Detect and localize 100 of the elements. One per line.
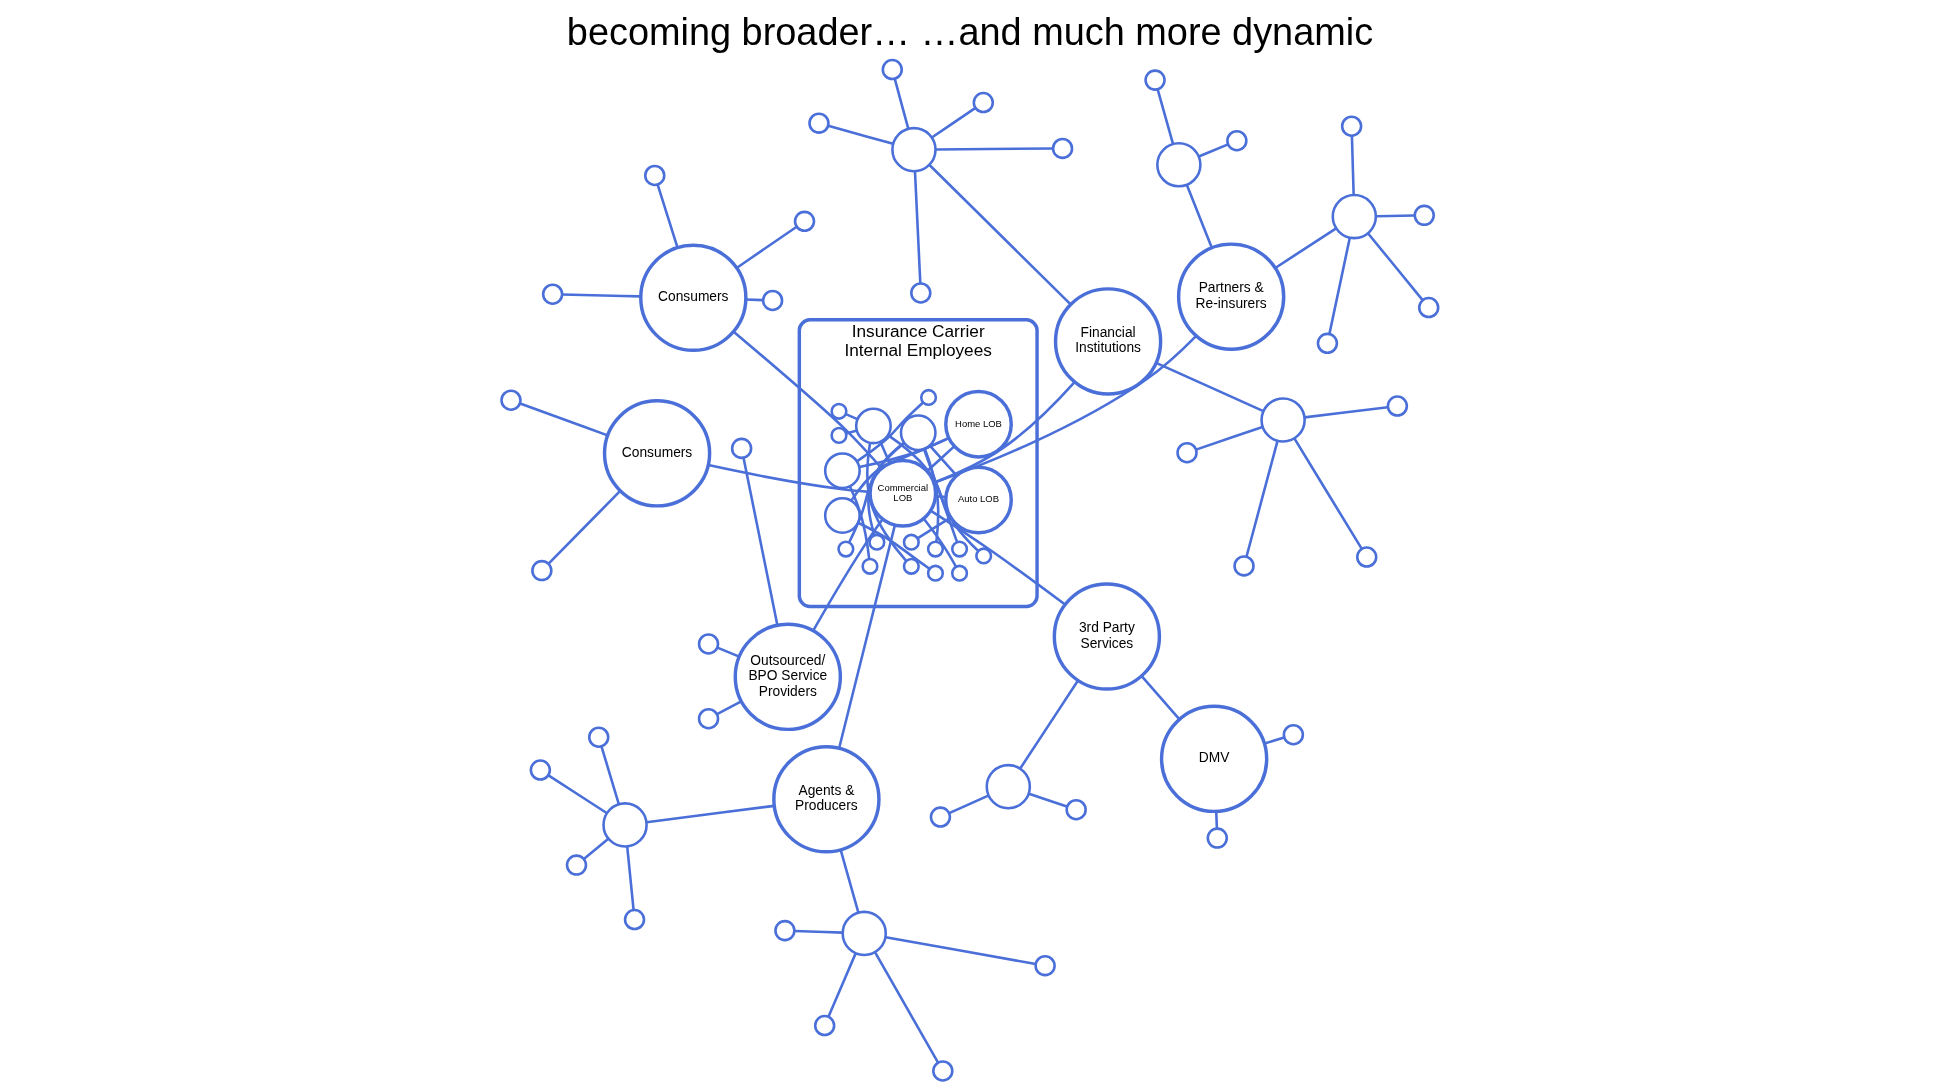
node-circle — [1316, 332, 1338, 355]
connector — [625, 846, 635, 911]
connector — [1244, 440, 1279, 557]
node-circle: Commercial LOB — [867, 458, 937, 528]
node-circle — [829, 426, 848, 444]
node-circle — [984, 763, 1031, 810]
connector — [561, 293, 641, 298]
node-circle — [1033, 954, 1056, 977]
node-circle — [881, 58, 903, 81]
connector — [794, 929, 843, 934]
node-circle: Consumers — [638, 243, 748, 352]
node-circle — [902, 557, 920, 575]
connector — [519, 402, 608, 437]
connector — [1366, 232, 1424, 301]
node-circle — [807, 112, 830, 134]
connector — [1274, 227, 1337, 270]
connector — [1018, 680, 1079, 770]
node-circle — [860, 557, 879, 575]
node-circle — [587, 726, 609, 748]
connector — [844, 413, 858, 421]
connector — [873, 951, 939, 1064]
connector — [707, 463, 870, 494]
connector — [857, 521, 930, 570]
node-circle — [565, 854, 587, 876]
node-circle — [773, 919, 796, 942]
connector — [1185, 184, 1213, 249]
node-circle — [1331, 193, 1377, 240]
connector — [845, 429, 857, 435]
connector — [826, 952, 857, 1018]
node-circle — [840, 910, 887, 957]
node-circle — [499, 389, 522, 411]
connector — [893, 78, 909, 129]
node-circle: DMV — [1159, 704, 1268, 814]
node-circle — [929, 806, 951, 828]
connector — [838, 849, 860, 913]
node-circle: Auto LOB — [943, 465, 1013, 535]
node-circle — [1143, 69, 1166, 91]
node-circle — [1386, 395, 1408, 417]
connector — [1195, 425, 1263, 451]
connector — [935, 147, 1053, 151]
connector — [925, 445, 955, 472]
node-circle — [1225, 129, 1248, 152]
node-circle — [541, 283, 563, 305]
node-circle — [950, 564, 968, 582]
node-circle — [836, 540, 854, 558]
node-circle — [601, 802, 648, 848]
connector — [599, 745, 620, 805]
node-circle — [761, 289, 783, 312]
connector — [866, 441, 905, 536]
node-circle — [823, 452, 861, 490]
node-circle — [899, 414, 937, 452]
connector — [655, 184, 679, 248]
node-circle: Agents & Producers — [771, 744, 881, 854]
connector — [827, 124, 893, 146]
node-circle — [623, 908, 645, 931]
connector — [582, 837, 609, 860]
node-circle — [909, 282, 932, 304]
connector — [847, 442, 905, 543]
node-circle — [1051, 137, 1073, 160]
connector — [1140, 675, 1180, 721]
node-circle — [972, 91, 994, 114]
connector — [865, 442, 907, 562]
connector — [837, 525, 896, 749]
connector — [848, 486, 870, 560]
diagram-title: becoming broader… …and much more dynamic — [566, 11, 1373, 54]
node-circle — [697, 633, 719, 655]
node-circle — [530, 559, 553, 582]
connector — [878, 441, 891, 464]
connector — [716, 646, 740, 658]
connector — [547, 490, 621, 565]
node-circle — [1259, 397, 1306, 443]
node-circle — [1155, 141, 1202, 188]
node-circle — [1340, 115, 1362, 137]
connector — [1155, 89, 1174, 145]
node-circle — [854, 407, 892, 445]
node-circle — [1413, 204, 1435, 227]
connector — [1327, 237, 1351, 335]
connector — [735, 225, 797, 270]
node-circle: Financial Institutions — [1053, 287, 1162, 396]
node-circle — [813, 1014, 835, 1037]
connector — [884, 935, 1036, 966]
connector — [1303, 405, 1388, 419]
connector — [1292, 437, 1363, 550]
connector — [930, 107, 976, 139]
node-circle — [931, 1060, 954, 1082]
node-circle — [1282, 723, 1304, 746]
node-circle: 3rd Party Services — [1052, 582, 1161, 691]
node-circle — [730, 437, 752, 460]
connector — [929, 509, 1066, 606]
node-circle — [867, 533, 885, 551]
connector — [922, 448, 958, 543]
connector — [547, 774, 607, 815]
node-circle: Partners & Re-insurers — [1176, 242, 1285, 351]
node-circle: Consumers — [602, 399, 711, 508]
node-circle — [974, 547, 992, 565]
node-circle — [1206, 827, 1228, 849]
connector — [948, 794, 989, 815]
connector — [928, 164, 1071, 306]
connector — [1375, 214, 1414, 218]
node-circle — [919, 388, 937, 407]
